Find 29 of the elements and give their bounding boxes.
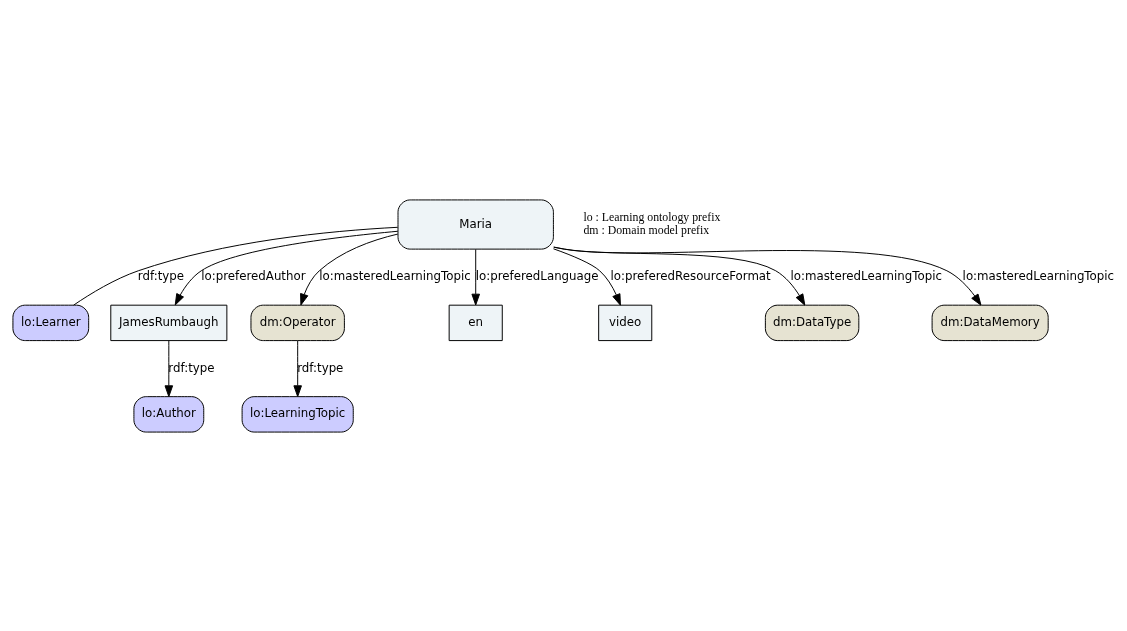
edge-label: lo:preferedLanguage [475,268,599,283]
arrow [293,339,302,397]
arrow [300,233,399,305]
node-box: dm:DataType [764,304,860,341]
edge-label: lo:masteredLearningTopic [962,268,1115,283]
edge-label: lo:masteredLearningTopic [790,268,942,283]
node-box: lo:Author [133,395,205,433]
node-box: dm:DataMemory [931,304,1049,341]
edge-label: lo:masteredLearningTopic [319,268,471,283]
node-box: en [448,304,503,341]
node-box: dm:Operator [250,304,345,341]
node-box: Maria [397,198,554,250]
arrow [174,230,399,305]
edge-label: lo:preferedAuthor [201,268,306,283]
arrow [164,339,174,397]
edge-label: rdf:type [297,360,344,375]
node-box: lo:LearningTopic [241,395,354,433]
arrow [553,246,982,306]
node-box: lo:Learner [12,304,90,341]
node-box: video [598,304,653,341]
connector [73,226,399,306]
arrow [471,248,480,305]
edge-label: lo:preferedResourceFormat [610,268,771,283]
edge-label: rdf:type [168,360,215,375]
node-box: JamesRumbaugh [110,304,228,341]
arrow [552,247,621,306]
edge-label: rdf:type [137,268,185,283]
arrow [553,246,806,306]
label: lo : Learning ontology prefix [583,209,721,224]
